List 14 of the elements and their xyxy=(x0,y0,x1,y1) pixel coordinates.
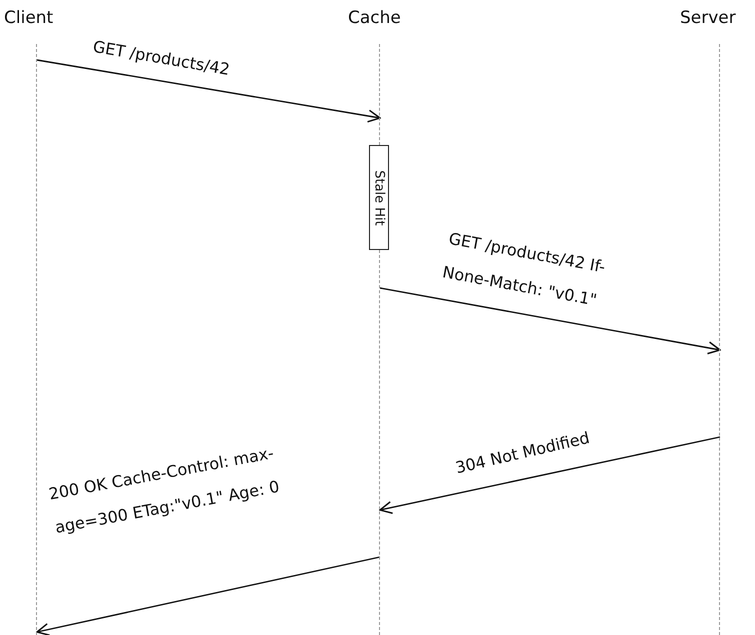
message-label: 304 Not Modified xyxy=(452,427,592,480)
lifeline xyxy=(379,44,380,145)
message-arrow xyxy=(380,287,721,354)
message-arrow xyxy=(379,436,720,514)
message-arrow xyxy=(36,556,380,635)
activation-box xyxy=(369,145,389,250)
lifeline xyxy=(719,44,720,635)
participant-label: Cache xyxy=(348,8,401,28)
activation-label: Stale Hit xyxy=(372,170,386,226)
participant-label: Client xyxy=(4,8,54,28)
lifeline xyxy=(36,44,38,635)
participant-label: Server xyxy=(680,8,736,28)
message-arrow xyxy=(36,59,381,123)
lifeline xyxy=(379,250,380,635)
